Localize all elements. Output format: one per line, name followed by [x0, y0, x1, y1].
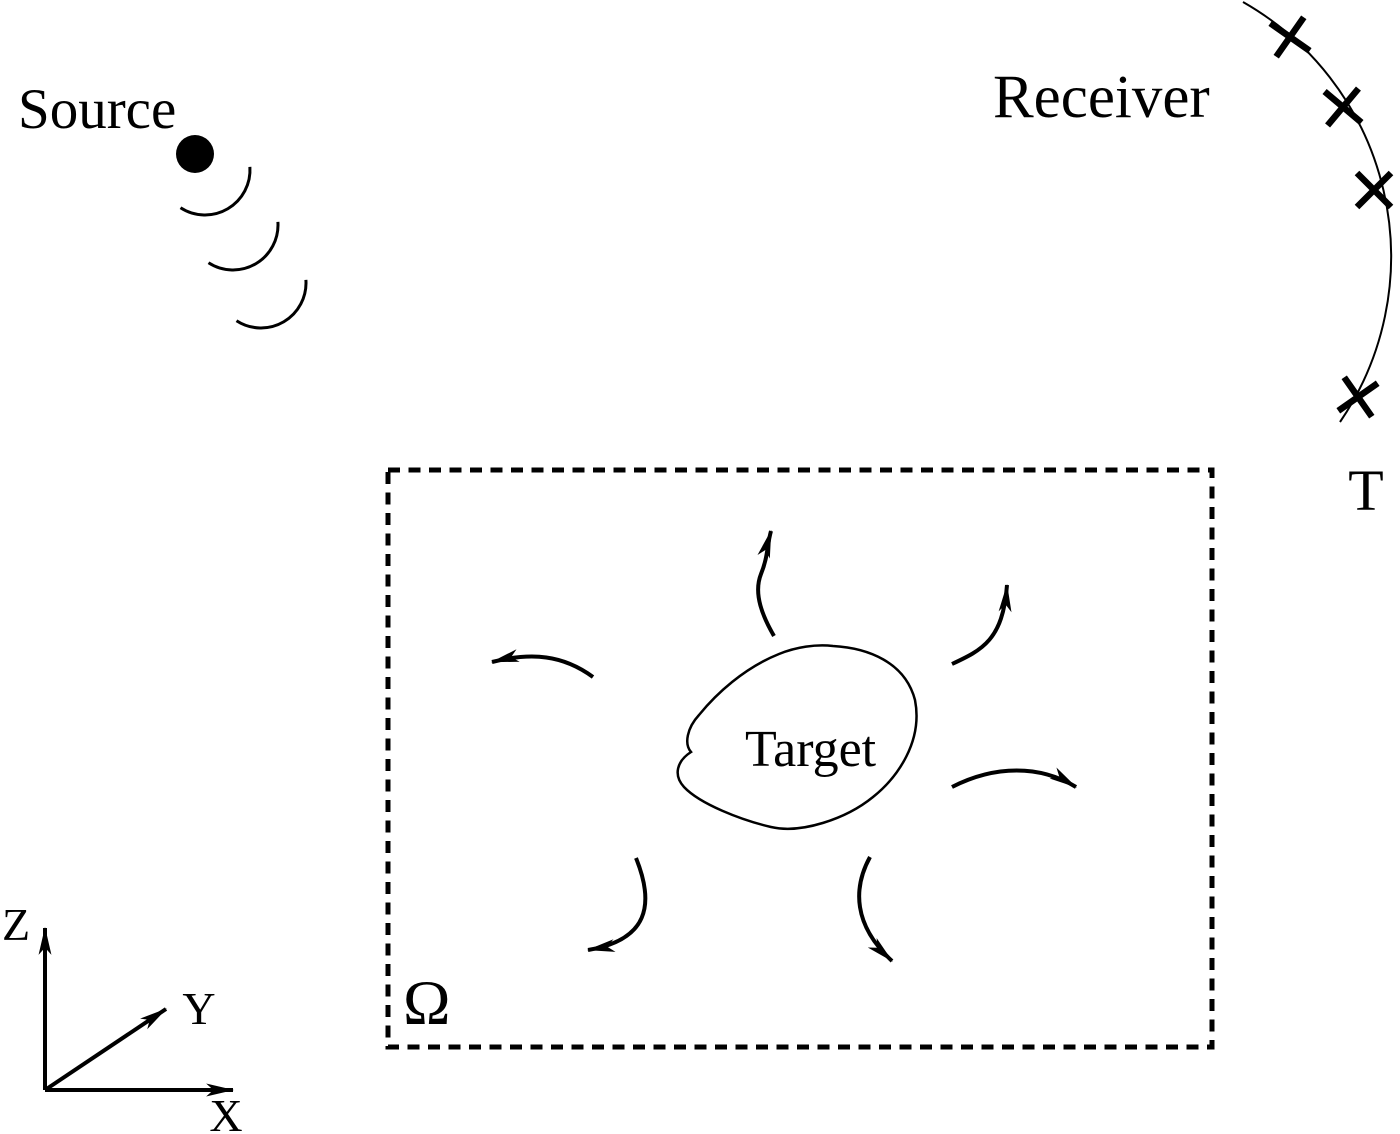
receiver-element-marker: [1354, 170, 1394, 210]
emission-arrow-upper-right: [951, 583, 1012, 666]
receiver-array-arc: [1242, 1, 1393, 423]
emission-arrow-up: [756, 529, 776, 638]
receiver-group: Receiver T: [993, 1, 1394, 523]
sound-wave-arc: [235, 279, 308, 330]
y-axis-arrow: [43, 1007, 168, 1092]
emission-arrow-right: [951, 767, 1078, 789]
coordinate-axes: Z Y X: [2, 899, 243, 1134]
emission-arrow-lower-right: [857, 856, 894, 963]
emission-arrow-left: [490, 649, 595, 679]
receiver-element-marker: [1322, 86, 1364, 128]
receiver-element-marker: [1268, 15, 1312, 59]
receiver-label: Receiver: [993, 64, 1210, 131]
source-group: Source: [18, 78, 308, 330]
y-axis-label: Y: [182, 983, 215, 1034]
domain-box-group: Ω: [385, 467, 1215, 1050]
target-outline: [676, 644, 918, 830]
domain-boundary: [385, 467, 1215, 1050]
x-axis-label: X: [209, 1090, 242, 1134]
sound-wave-arc: [179, 166, 252, 217]
sound-wave-arc: [207, 221, 280, 272]
receiver-element-marker: [1336, 375, 1380, 419]
receiver-array-tag: T: [1348, 458, 1383, 523]
z-axis-label: Z: [2, 899, 30, 950]
source-point: [176, 135, 214, 173]
source-label: Source: [18, 78, 176, 141]
target-label: Target: [745, 721, 877, 778]
domain-label: Ω: [403, 967, 451, 1038]
emission-arrow-lower-left: [586, 857, 648, 952]
target-group: Target: [490, 529, 1078, 963]
